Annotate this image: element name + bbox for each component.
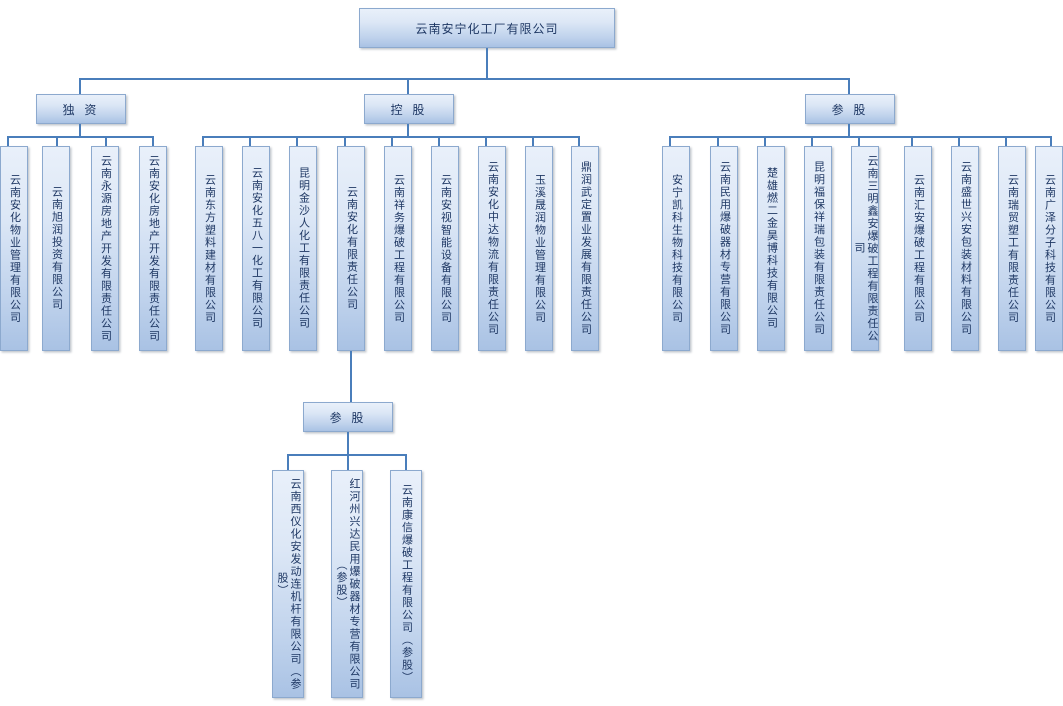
leaf-label: 玉溪晟润物业管理有限公司 xyxy=(533,173,547,324)
connector-sole-bus xyxy=(7,136,154,138)
category-sole-funded[interactable]: 独 资 xyxy=(36,94,126,124)
leaf-label: 安宁凯科生物科技有限公司 xyxy=(670,173,684,324)
connector-sole-stem xyxy=(79,124,81,136)
connector-sole-leaf-2 xyxy=(105,136,107,146)
leaf-holding-7[interactable]: 玉溪晟润物业管理有限公司 xyxy=(525,146,553,351)
connector-holding-leaf-8 xyxy=(578,136,580,146)
leaf-label: 云南安化中达物流有限责任公司 xyxy=(486,161,500,336)
connector-equity-leaf-6 xyxy=(958,136,960,146)
connector-sub-equity-leaf-2 xyxy=(405,454,407,470)
leaf-sole-3[interactable]: 云南安化房地产开发有限责任公司 xyxy=(139,146,167,351)
connector-sub-equity-leaf-0 xyxy=(287,454,289,470)
leaf-label: 云南盛世兴安包装材料有限公司 xyxy=(959,161,973,336)
leaf-equity-2[interactable]: 楚雄燃二金昊博科技有限公司 xyxy=(757,146,785,351)
connector-equity-leaf-5 xyxy=(911,136,913,146)
leaf-label: 云南广泽分子科技有限公司 xyxy=(1043,173,1057,324)
leaf-equity-1[interactable]: 云南民用爆破器材专营有限公司 xyxy=(710,146,738,351)
category-holding-label: 控 股 xyxy=(390,102,428,117)
category-sub-equity[interactable]: 参 股 xyxy=(303,402,393,432)
leaf-equity-3[interactable]: 昆明福保祥瑞包装有限责任公司 xyxy=(804,146,832,351)
connector-drop-holding xyxy=(407,78,409,94)
leaf-holding-4[interactable]: 云南祥务爆破工程有限公司 xyxy=(384,146,412,351)
connector-holding-stem xyxy=(407,124,409,136)
leaf-holding-1[interactable]: 云南安化五八一化工有限公司 xyxy=(242,146,270,351)
leaf-label: 云南民用爆破器材专营有限公司 xyxy=(718,161,732,336)
connector-holding-leaf-3 xyxy=(344,136,346,146)
leaf-label: 云南永源房地产开发有限责任公司 xyxy=(99,154,113,343)
leaf-sub-equity-1[interactable]: 红河州兴达民用爆破器材专营有限公司（参股） xyxy=(331,470,363,698)
connector-level2-bus xyxy=(79,78,850,80)
leaf-equity-4[interactable]: 云南三明鑫安爆破工程有限责任公司 xyxy=(851,146,879,351)
root-node-label: 云南安宁化工厂有限公司 xyxy=(415,21,559,36)
leaf-holding-6[interactable]: 云南安化中达物流有限责任公司 xyxy=(478,146,506,351)
leaf-label: 云南祥务爆破工程有限公司 xyxy=(392,173,406,324)
connector-sub-equity-drop xyxy=(347,432,349,454)
leaf-holding-0[interactable]: 云南东方塑料建材有限公司 xyxy=(195,146,223,351)
category-holding[interactable]: 控 股 xyxy=(364,94,454,124)
connector-holding-leaf-2 xyxy=(296,136,298,146)
connector-sole-leaf-0 xyxy=(7,136,9,146)
leaf-sub-equity-2[interactable]: 云南康信爆破工程有限公司（参股） xyxy=(390,470,422,698)
category-equity[interactable]: 参 股 xyxy=(805,94,895,124)
leaf-label: 云南东方塑料建材有限公司 xyxy=(203,173,217,324)
connector-equity-leaf-3 xyxy=(811,136,813,146)
leaf-label: 昆明福保祥瑞包装有限责任公司 xyxy=(812,161,826,336)
leaf-label: 楚雄燃二金昊博科技有限公司 xyxy=(765,167,779,330)
connector-equity-stem xyxy=(848,124,850,136)
connector-sole-leaf-3 xyxy=(152,136,154,146)
leaf-sole-1[interactable]: 云南旭润投资有限公司 xyxy=(42,146,70,351)
connector-holding-leaf-5 xyxy=(438,136,440,146)
leaf-sub-equity-0[interactable]: 云南西仪化安发动连机杆有限公司（参股） xyxy=(272,470,304,698)
leaf-equity-6[interactable]: 云南盛世兴安包装材料有限公司 xyxy=(951,146,979,351)
connector-holding-leaf-7 xyxy=(532,136,534,146)
leaf-sole-0[interactable]: 云南安化物业管理有限公司 xyxy=(0,146,28,351)
leaf-sole-2[interactable]: 云南永源房地产开发有限责任公司 xyxy=(91,146,119,351)
leaf-holding-8[interactable]: 鼎润武定置业发展有限责任公司 xyxy=(571,146,599,351)
connector-sole-leaf-1 xyxy=(56,136,58,146)
connector-equity-leaf-0 xyxy=(669,136,671,146)
connector-drop-sole xyxy=(79,78,81,94)
connector-equity-leaf-4 xyxy=(858,136,860,146)
leaf-holding-5[interactable]: 云南安视智能设备有限公司 xyxy=(431,146,459,351)
connector-holding-leaf-4 xyxy=(391,136,393,146)
leaf-label: 云南安化房地产开发有限责任公司 xyxy=(147,154,161,343)
connector-root-stem xyxy=(486,48,488,78)
leaf-equity-7[interactable]: 云南瑞贸塑工有限责任公司 xyxy=(998,146,1026,351)
leaf-label: 云南安视智能设备有限公司 xyxy=(439,173,453,324)
leaf-holding-2[interactable]: 昆明金沙人化工有限责任公司 xyxy=(289,146,317,351)
category-sole-funded-label: 独 资 xyxy=(62,102,100,117)
leaf-holding-3[interactable]: 云南安化有限责任公司 xyxy=(337,146,365,351)
root-node[interactable]: 云南安宁化工厂有限公司 xyxy=(359,8,615,48)
leaf-equity-5[interactable]: 云南汇安爆破工程有限公司 xyxy=(904,146,932,351)
leaf-label: 云南安化五八一化工有限公司 xyxy=(250,167,264,330)
leaf-equity-8[interactable]: 云南广泽分子科技有限公司 xyxy=(1035,146,1063,351)
leaf-equity-0[interactable]: 安宁凯科生物科技有限公司 xyxy=(662,146,690,351)
connector-sub-equity-stem xyxy=(350,351,352,402)
leaf-label: 云南汇安爆破工程有限公司 xyxy=(912,173,926,324)
connector-equity-bus xyxy=(669,136,1052,138)
leaf-label: 云南三明鑫安爆破工程有限责任公司 xyxy=(853,154,879,343)
leaf-label: 云南安化有限责任公司 xyxy=(345,186,359,311)
leaf-label: 昆明金沙人化工有限责任公司 xyxy=(297,167,311,330)
category-equity-label: 参 股 xyxy=(831,102,869,117)
leaf-label: 云南康信爆破工程有限公司（参股） xyxy=(400,484,414,684)
leaf-label: 云南安化物业管理有限公司 xyxy=(8,173,22,324)
leaf-label: 鼎润武定置业发展有限责任公司 xyxy=(579,161,593,336)
connector-sub-equity-leaf-1 xyxy=(347,454,349,470)
leaf-label: 云南西仪化安发动连机杆有限公司（参股） xyxy=(276,477,302,691)
connector-holding-leaf-1 xyxy=(249,136,251,146)
leaf-label: 云南瑞贸塑工有限责任公司 xyxy=(1006,173,1020,324)
connector-equity-leaf-1 xyxy=(717,136,719,146)
connector-holding-leaf-0 xyxy=(202,136,204,146)
leaf-label: 红河州兴达民用爆破器材专营有限公司（参股） xyxy=(335,477,361,691)
connector-holding-leaf-6 xyxy=(485,136,487,146)
connector-equity-leaf-2 xyxy=(764,136,766,146)
category-sub-equity-label: 参 股 xyxy=(329,410,367,425)
connector-equity-leaf-8 xyxy=(1050,136,1052,146)
leaf-label: 云南旭润投资有限公司 xyxy=(50,186,64,311)
connector-equity-leaf-7 xyxy=(1005,136,1007,146)
connector-drop-equity xyxy=(848,78,850,94)
